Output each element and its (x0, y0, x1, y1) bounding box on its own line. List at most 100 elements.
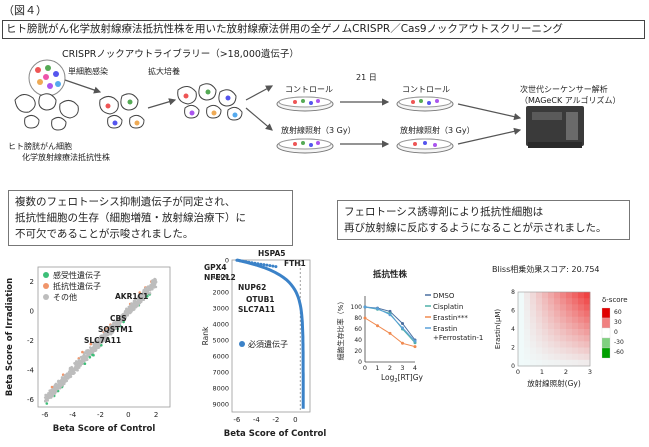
heatmap-cell (518, 292, 525, 299)
scatter-point (72, 368, 76, 372)
heatmap-cell (536, 359, 543, 367)
heatmap-cell (560, 310, 567, 317)
heatmap-cell (524, 335, 531, 342)
heatmap-cell (584, 353, 591, 361)
heatmap-cell (542, 341, 549, 348)
rank-essential-point (238, 259, 242, 263)
rank-x-tick: -2 (272, 416, 279, 424)
scatter-point (58, 386, 62, 390)
scatter-points (43, 277, 158, 405)
finding-left-line2: 抵抗性細胞の生存（細胞増殖・放射線治療下）に (15, 212, 246, 224)
scatter-y-tick: 0 (30, 308, 34, 316)
rank-essential-point (244, 260, 248, 264)
heatmap-cell (572, 341, 579, 348)
scatter-x-tick: -6 (41, 411, 49, 419)
cancer-cells-icon (14, 93, 79, 131)
scatter-point (115, 323, 118, 327)
heatmap-cell (572, 329, 579, 336)
scatter-point (100, 343, 103, 347)
heatmap-cell (518, 359, 525, 367)
control-label-day21: コントロール (402, 85, 450, 94)
scatter-point (151, 287, 154, 291)
heatmap-cell (554, 353, 561, 361)
scatter-y-tick: 2 (30, 278, 34, 286)
heatmap-cell (578, 304, 585, 311)
survival-point (413, 345, 417, 349)
cell-line-label-2: 化学放射線療法抵抗性株 (22, 153, 110, 162)
heatmap-cell (560, 347, 567, 354)
scatter-point (132, 304, 136, 307)
heatmap-cell (530, 292, 537, 299)
scatter-point (105, 337, 109, 340)
scatter-legend-marker (43, 283, 49, 289)
heatmap-cell (518, 316, 525, 324)
scatter-point (89, 351, 93, 355)
heatmap-cell (536, 304, 543, 311)
heatmap-cell (560, 341, 567, 348)
heatmap-cell (578, 353, 585, 361)
heatmap-cell (530, 316, 537, 324)
rank-y-tick: 2000 (212, 289, 229, 297)
scatter-point (88, 356, 92, 359)
colorbar-swatch (601, 307, 611, 319)
heatmap-cell (524, 353, 531, 361)
scatter-point (82, 354, 85, 358)
heatmap-cell (542, 322, 549, 330)
heatmap-cell (554, 347, 561, 354)
scatter-point (87, 352, 90, 356)
heatmap-cell (548, 310, 555, 317)
library-label: CRISPRノックアウトライブラリー（>18,000遺伝子） (62, 49, 299, 60)
heatmap-frame (517, 291, 591, 367)
heatmap-cell (584, 292, 591, 299)
heatmap-cell (536, 347, 543, 354)
heatmap-cell (584, 347, 591, 354)
survival-point (401, 326, 404, 330)
heatmap-cell (578, 292, 585, 299)
heatmap-y-tick: 4 (511, 326, 515, 333)
scatter-point (137, 296, 140, 300)
scatter-point (53, 390, 56, 394)
survival-y-label: 細胞生存比率（%） (336, 298, 345, 361)
scatter-point (129, 304, 132, 307)
heatmap-cell (530, 341, 537, 348)
heatmap-cell (566, 353, 573, 361)
heatmap-cell (542, 353, 549, 361)
heatmap-cell (524, 316, 531, 324)
survival-legend-label-cont: +Ferrostatin-1 (433, 334, 483, 342)
rank-x-label: Beta Score of Control (224, 429, 327, 439)
heatmap-cell (578, 298, 585, 305)
finding-right-line1: フェロトーシス誘導剤により抵抗性細胞は (344, 206, 544, 218)
survival-point (401, 341, 404, 345)
irradiation-label-day21: 放射線照射（3 Gy） (400, 126, 475, 135)
heatmap-cell (542, 292, 549, 299)
rank-x-tick: 0 (293, 416, 297, 424)
scatter-x-tick: 0 (126, 411, 130, 419)
rank-essential-point (259, 262, 263, 266)
survival-x-tick: 4 (413, 364, 417, 372)
figure-label: （図４） (3, 4, 47, 17)
colorbar-swatch (601, 347, 611, 359)
heatmap-cell (530, 353, 537, 361)
scatter-point (60, 385, 63, 388)
heatmap-cell (548, 359, 555, 367)
scatter-point (56, 389, 60, 393)
rank-essential-point (274, 265, 278, 269)
scatter-point (77, 360, 81, 364)
scatter-point (59, 381, 62, 385)
scatter-point (116, 327, 119, 331)
scatter-point (120, 320, 123, 323)
scatter-point (48, 395, 52, 399)
survival-y-tick: 80 (354, 315, 362, 322)
heatmap-cell (554, 341, 561, 348)
heatmap-cell (560, 304, 567, 311)
heatmap-cell (584, 310, 591, 317)
finding-box-left: 複数のフェロトーシス抑制遺伝子が同定され、 抵抗性細胞の生存（細胞増殖・放射線治… (8, 190, 293, 246)
scatter-point (84, 356, 88, 360)
survival-point (388, 331, 392, 335)
heatmap-cell (584, 316, 591, 324)
scatter-point (102, 333, 106, 337)
scatter-point (126, 312, 130, 316)
